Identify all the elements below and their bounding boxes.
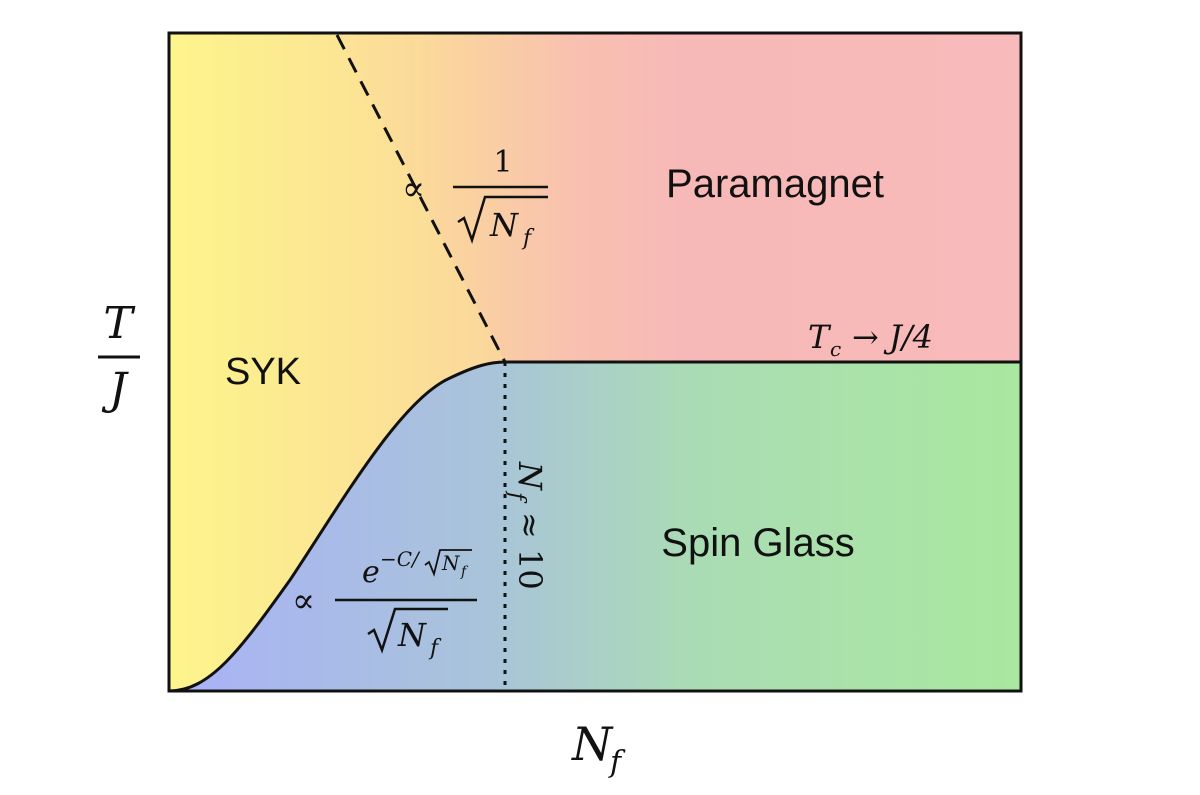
upper-numerator: 1 xyxy=(493,145,512,180)
x-axis-subscript: f xyxy=(608,745,626,780)
tc-T: T xyxy=(808,318,832,356)
tc-annotation: T c → J/4 xyxy=(808,318,933,361)
lower-exponent-sqrt-sign xyxy=(424,549,472,577)
upper-proportional-symbol: ∝ xyxy=(402,169,425,209)
paramagnet-label: Paramagnet xyxy=(666,162,884,206)
y-axis-label: T J xyxy=(98,298,140,415)
syk-label: SYK xyxy=(225,351,301,393)
x-axis-main: N xyxy=(571,717,614,771)
critical-approx-value: ≈ 10 xyxy=(511,512,549,590)
lower-sqrt-sign xyxy=(367,607,448,654)
y-axis-numerator: T xyxy=(103,298,136,349)
plot-frame xyxy=(167,31,1023,693)
upper-scaling-annotation: ∝ 1 N f xyxy=(402,145,548,251)
crossover-curve xyxy=(168,360,506,693)
lower-exponent-N: N xyxy=(441,551,461,575)
lower-exponent-subscript: f xyxy=(460,564,469,580)
lower-denominator-main: N xyxy=(397,616,427,654)
lower-scaling-annotation: ∝ e −C/ N f N f xyxy=(292,547,477,661)
critical-N: N xyxy=(511,461,549,491)
tc-subscript: c xyxy=(830,337,841,361)
lower-numerator-exponent: −C/ xyxy=(380,547,421,571)
lower-numerator-base: e xyxy=(362,555,380,590)
lower-proportional-symbol: ∝ xyxy=(292,581,315,621)
dashed-boundary xyxy=(335,34,507,363)
critical-nf-annotation: N f ≈ 10 xyxy=(504,461,549,590)
spin-glass-label: Spin Glass xyxy=(661,521,854,565)
upper-sqrt-sign xyxy=(457,195,548,244)
upper-denominator-main: N xyxy=(489,206,519,244)
y-axis-denominator: J xyxy=(101,364,129,415)
tc-arrow-value: → J/4 xyxy=(852,318,933,356)
x-axis-label: N f xyxy=(571,717,626,780)
